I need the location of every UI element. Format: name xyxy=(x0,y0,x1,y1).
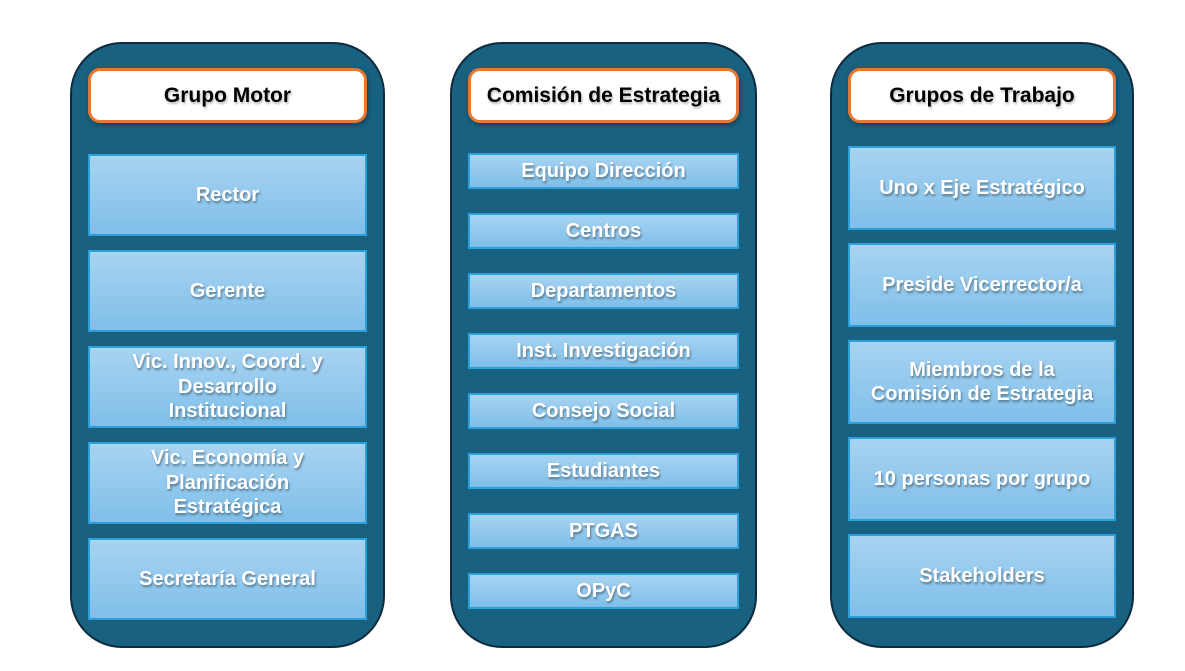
item-opyc: OPyC xyxy=(468,573,739,609)
header-grupo-motor: Grupo Motor xyxy=(88,68,367,123)
panel-grupos-de-trabajo: Grupos de Trabajo Uno x Eje Estratégico … xyxy=(830,42,1134,648)
item-vic-economia-planificacion: Vic. Economía y Planificación Estratégic… xyxy=(88,442,367,524)
item-estudiantes: Estudiantes xyxy=(468,453,739,489)
panel-grupo-motor: Grupo Motor Rector Gerente Vic. Innov., … xyxy=(70,42,385,648)
item-equipo-direccion: Equipo Dirección xyxy=(468,153,739,189)
header-grupos-de-trabajo: Grupos de Trabajo xyxy=(848,68,1116,123)
items-grupo-motor: Rector Gerente Vic. Innov., Coord. y Des… xyxy=(88,154,367,620)
items-comision-de-estrategia: Equipo Dirección Centros Departamentos I… xyxy=(468,153,739,609)
item-ptgas: PTGAS xyxy=(468,513,739,549)
item-stakeholders: Stakeholders xyxy=(848,534,1116,618)
item-gerente: Gerente xyxy=(88,250,367,332)
item-uno-x-eje-estrategico: Uno x Eje Estratégico xyxy=(848,146,1116,230)
item-preside-vicerrector: Preside Vicerrector/a xyxy=(848,243,1116,327)
item-consejo-social: Consejo Social xyxy=(468,393,739,429)
item-vic-innovacion-coordinacion-desarrollo: Vic. Innov., Coord. y Desarrollo Institu… xyxy=(88,346,367,428)
header-comision-de-estrategia: Comisión de Estrategia xyxy=(468,68,739,123)
item-10-personas-por-grupo: 10 personas por grupo xyxy=(848,437,1116,521)
item-centros: Centros xyxy=(468,213,739,249)
item-departamentos: Departamentos xyxy=(468,273,739,309)
panel-comision-de-estrategia: Comisión de Estrategia Equipo Dirección … xyxy=(450,42,757,648)
item-secretaria-general: Secretaría General xyxy=(88,538,367,620)
item-inst-investigacion: Inst. Investigación xyxy=(468,333,739,369)
items-grupos-de-trabajo: Uno x Eje Estratégico Preside Vicerrecto… xyxy=(848,146,1116,618)
item-rector: Rector xyxy=(88,154,367,236)
item-miembros-comision-estrategia: Miembros de la Comisión de Estrategia xyxy=(848,340,1116,424)
